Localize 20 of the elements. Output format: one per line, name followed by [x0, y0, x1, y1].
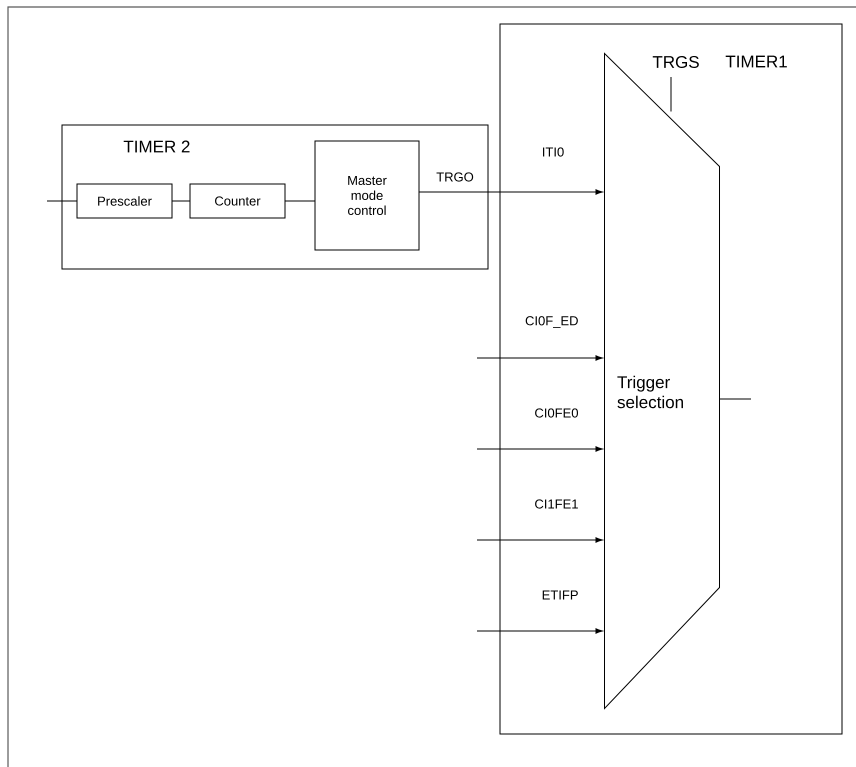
signal-label: CI0FE0: [533, 407, 580, 419]
signal-label: ITI0: [543, 147, 564, 157]
arrow: [476, 446, 603, 452]
connector-line: [670, 76, 672, 112]
arrow: [476, 628, 603, 634]
arrow: [476, 537, 603, 543]
signal-label: TRGO: [435, 171, 475, 183]
signal-label: ETIFP: [540, 590, 580, 600]
signal-label: CI1FE1: [533, 498, 580, 510]
process-box: Master mode control: [314, 140, 420, 250]
process-box: Prescaler: [76, 184, 172, 218]
arrow: [419, 189, 603, 195]
signal-label: TRGS: [651, 54, 701, 70]
connector-line: [719, 398, 752, 400]
connector-line: [172, 200, 190, 202]
process-box: Counter: [190, 184, 286, 218]
signal-label: CI0F_ED: [524, 315, 580, 329]
connector-line: [285, 200, 315, 202]
arrow: [476, 355, 603, 361]
connector-line: [46, 200, 77, 202]
